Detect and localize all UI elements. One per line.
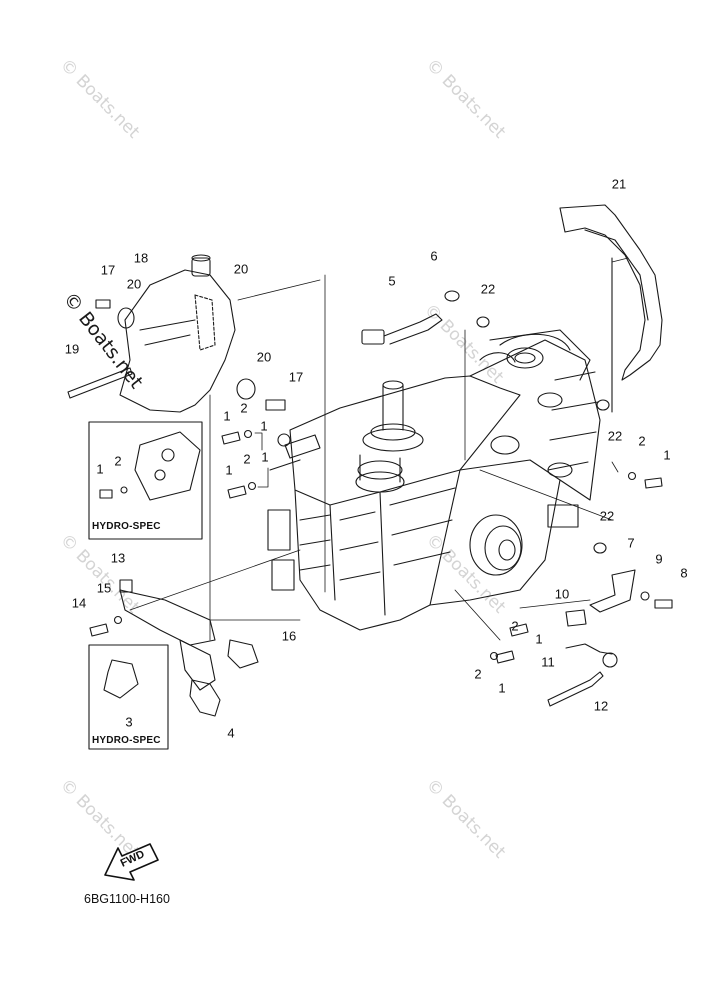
callout-1: 1 [96, 461, 104, 477]
callout-6: 6 [430, 248, 438, 264]
callout-10: 10 [554, 586, 570, 602]
callout-20: 20 [256, 349, 272, 365]
callout-8: 8 [680, 565, 688, 581]
callout-5: 5 [388, 273, 396, 289]
callout-9: 9 [655, 551, 663, 567]
callout-1: 1 [498, 680, 506, 696]
callout-20: 20 [233, 261, 249, 277]
callout-19: 19 [64, 341, 80, 357]
callout-4: 4 [227, 725, 235, 741]
inset-top-detail [134, 431, 201, 501]
callout-11: 11 [541, 654, 555, 670]
inset-box-top [88, 421, 203, 540]
inset-box-bottom [88, 644, 169, 750]
callout-2: 2 [114, 453, 122, 469]
callout-1: 1 [261, 449, 269, 465]
part-13-bracket [119, 579, 216, 691]
callout-14: 14 [71, 595, 87, 611]
inset-label-hydro-spec: HYDRO-SPEC [92, 735, 161, 746]
callout-22: 22 [599, 508, 615, 524]
bolts-washers [89, 429, 673, 664]
callout-22: 22 [607, 428, 623, 444]
callout-2: 2 [243, 451, 251, 467]
fwd-arrow [104, 843, 159, 881]
clamps [103, 639, 259, 717]
callout-18: 18 [133, 250, 149, 266]
callout-2: 2 [474, 666, 482, 682]
callout-20: 20 [126, 276, 142, 292]
callout-15: 15 [96, 580, 112, 596]
callout-2: 2 [511, 618, 519, 634]
parts-7-to-12 [547, 569, 636, 707]
callout-2: 2 [240, 400, 248, 416]
callout-17: 17 [100, 262, 116, 278]
callout-13: 13 [110, 550, 126, 566]
callout-16: 16 [281, 628, 297, 644]
callout-7: 7 [627, 535, 635, 551]
callout-1: 1 [535, 631, 543, 647]
part-22-grommet [476, 316, 490, 328]
callout-12: 12 [593, 698, 609, 714]
drawing-code: 6BG1100-H160 [84, 892, 170, 906]
part-21-bracket [559, 204, 663, 413]
callout-2: 2 [638, 433, 646, 449]
callout-1: 1 [223, 408, 231, 424]
callout-1: 1 [663, 447, 671, 463]
part-22-grommet [593, 542, 607, 554]
part-5-sensor [361, 290, 460, 345]
callout-1: 1 [260, 418, 268, 434]
callout-3: 3 [125, 714, 133, 730]
callout-1: 1 [225, 462, 233, 478]
callout-21: 21 [611, 176, 627, 192]
callout-22: 22 [480, 281, 496, 297]
part-18-cover [67, 254, 286, 413]
part-22-grommet [596, 399, 610, 411]
cylinder-block [267, 329, 601, 631]
leader-lines [129, 257, 629, 641]
callout-17: 17 [288, 369, 304, 385]
inset-label-hydro-spec: HYDRO-SPEC [92, 521, 161, 532]
